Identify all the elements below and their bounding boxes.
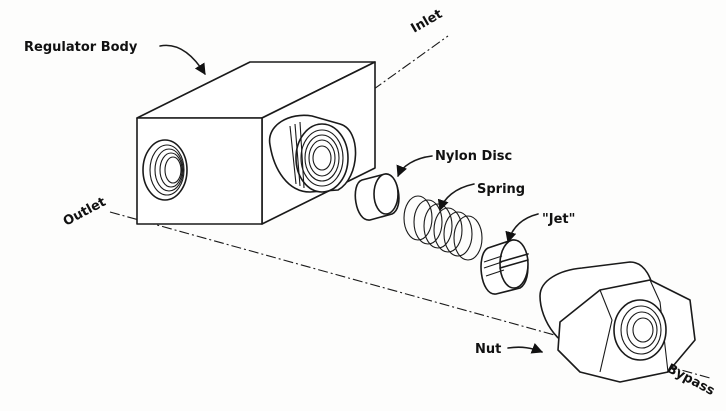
label-regulator-body: Regulator Body: [24, 40, 138, 55]
label-nylon-disc: Nylon Disc: [435, 149, 512, 164]
label-spring: Spring: [477, 182, 525, 197]
spring: [403, 195, 483, 261]
label-inlet: Inlet: [409, 7, 446, 37]
label-outlet: Outlet: [61, 195, 109, 230]
nut: [539, 261, 696, 383]
label-nut: Nut: [475, 342, 501, 357]
leader-lines: [159, 44, 544, 354]
jet: [480, 239, 529, 295]
outlet-port: [142, 139, 188, 201]
regulator-body: [136, 61, 376, 225]
nylon-disc: [354, 173, 400, 221]
inlet-boss: [268, 114, 357, 193]
label-jet: "Jet": [542, 212, 575, 227]
label-bypass: Bypass: [664, 361, 717, 399]
